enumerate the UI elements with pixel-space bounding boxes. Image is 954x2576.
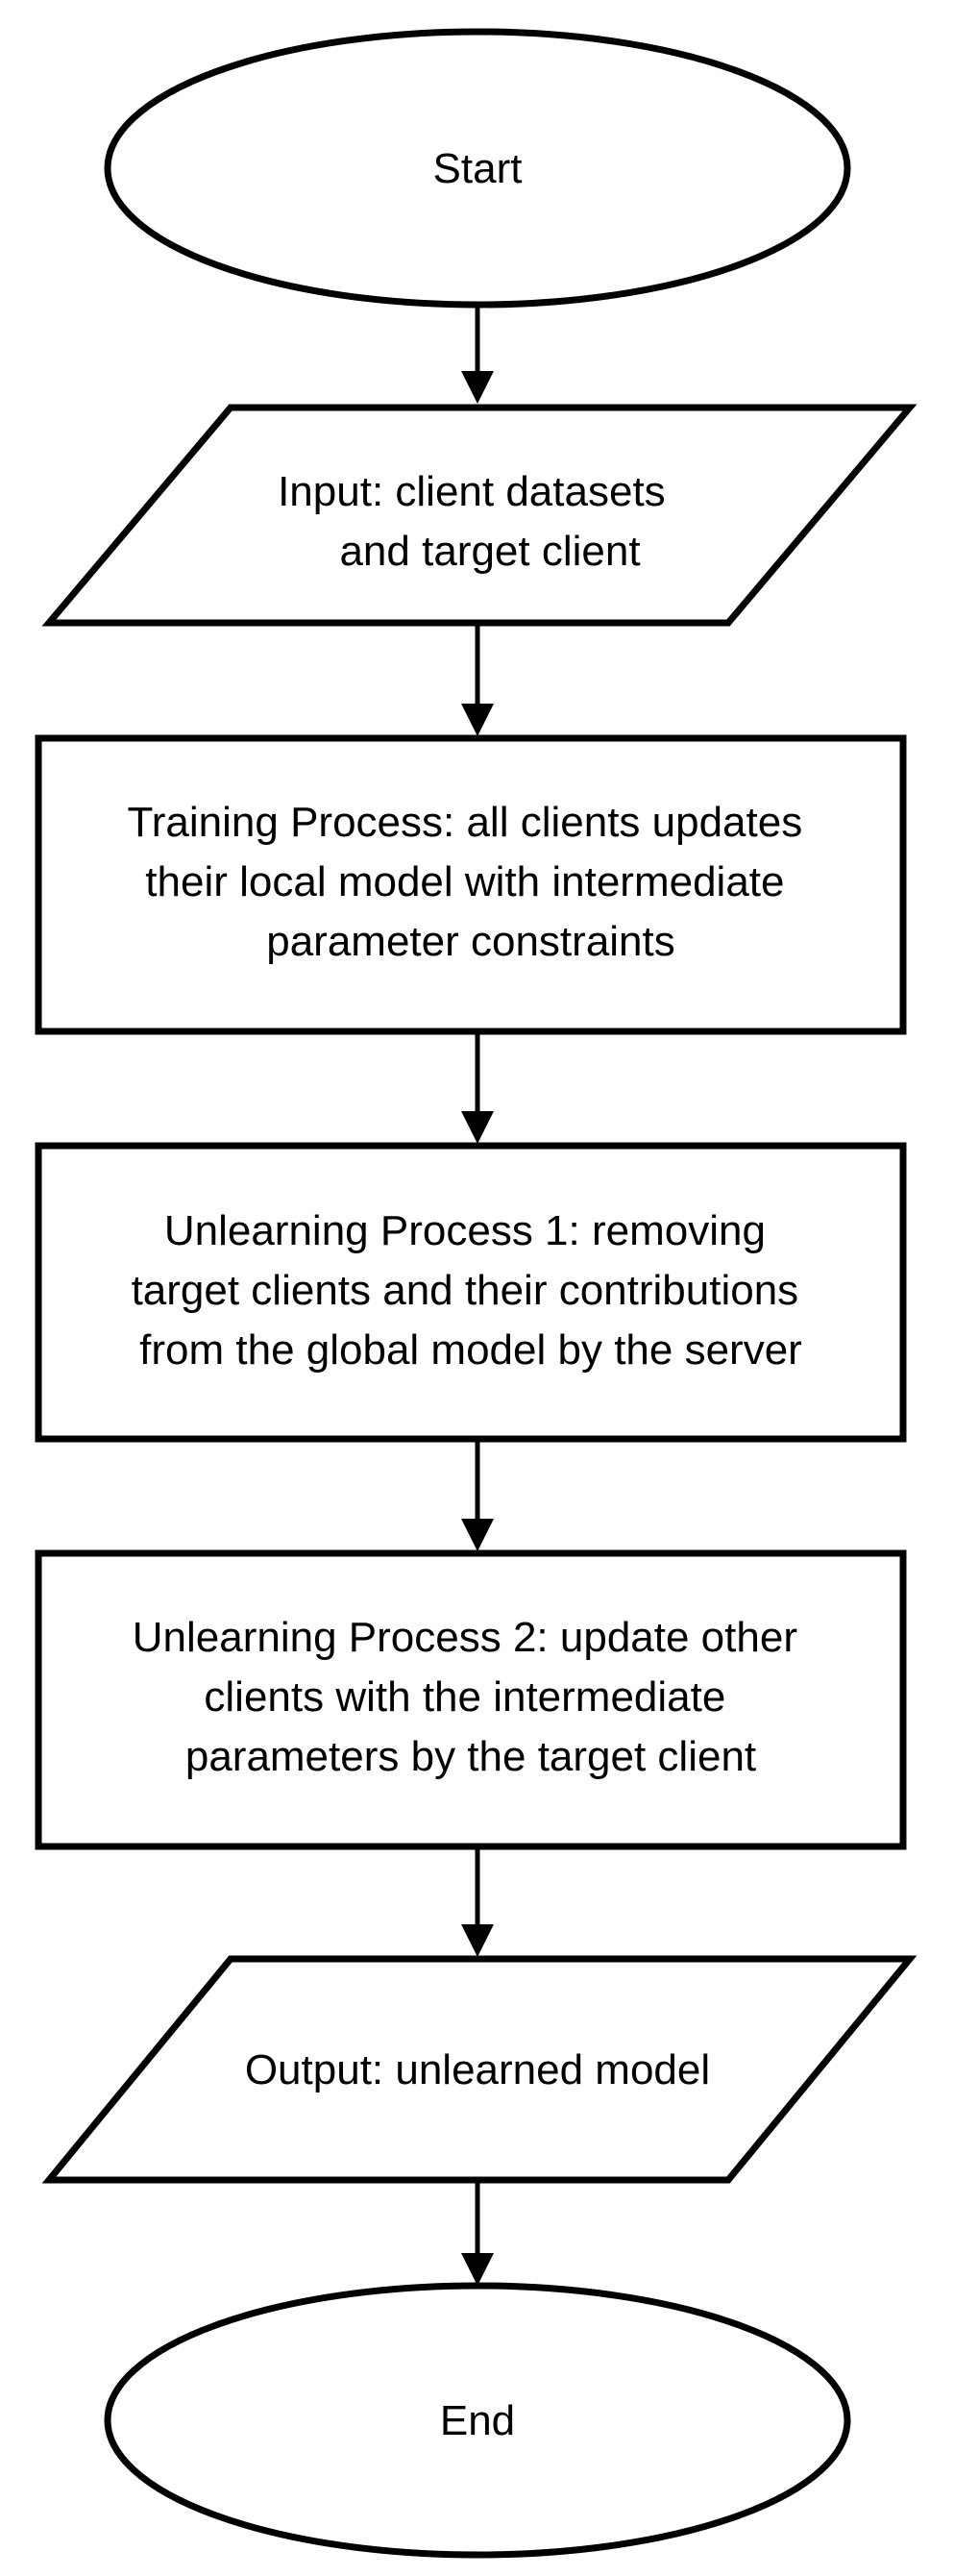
input-node: Input: client datasets and target client bbox=[41, 404, 917, 627]
connector-unlearning1-to-unlearning2 bbox=[461, 1439, 494, 1551]
unlearning-process-1-label-line: Unlearning Process 1: removing bbox=[164, 1207, 766, 1254]
training-process-node: Training Process: all clients updates th… bbox=[35, 734, 907, 1035]
unlearning-process-2-node: Unlearning Process 2: update other clien… bbox=[35, 1549, 907, 1850]
start-node: Start bbox=[104, 28, 851, 309]
output-label-line: Output: unlearned model bbox=[245, 2046, 710, 2093]
training-process-label-line: their local model with intermediate bbox=[145, 858, 784, 905]
arrowhead-icon bbox=[461, 1111, 494, 1144]
output-label: Output: unlearned model bbox=[245, 2046, 710, 2093]
connector-input-to-training bbox=[461, 623, 494, 736]
training-process-label-line: parameter constraints bbox=[266, 918, 675, 965]
output-parallelogram-shape bbox=[41, 1955, 917, 2184]
training-process-label-line: Training Process: all clients updates bbox=[128, 799, 803, 846]
arrowhead-icon bbox=[461, 2253, 494, 2286]
unlearning-process-1-node: Unlearning Process 1: removing target cl… bbox=[35, 1142, 907, 1443]
start-label: Start bbox=[433, 145, 523, 192]
unlearning-process-2-label: Unlearning Process 2: update other clien… bbox=[133, 1614, 809, 1780]
input-label-line: and target client bbox=[339, 528, 640, 575]
arrowhead-icon bbox=[461, 371, 494, 404]
connector-start-to-input bbox=[461, 305, 494, 404]
end-node: End bbox=[104, 2282, 851, 2559]
unlearning-process-1-label-line: target clients and their contributions bbox=[132, 1267, 799, 1314]
unlearning-process-2-box bbox=[35, 1549, 907, 1850]
unlearning-process-1-label: Unlearning Process 1: removing target cl… bbox=[132, 1207, 811, 1374]
training-process-label: Training Process: all clients updates th… bbox=[128, 799, 815, 965]
training-process-box bbox=[35, 734, 907, 1035]
arrowhead-icon bbox=[461, 704, 494, 736]
unlearning-process-2-label-line: parameters by the target client bbox=[185, 1733, 756, 1780]
end-terminator-shape bbox=[104, 2282, 851, 2559]
output-node: Output: unlearned model bbox=[41, 1955, 917, 2184]
unlearning-process-2-label-line: clients with the intermediate bbox=[204, 1673, 725, 1721]
input-parallelogram-shape bbox=[41, 404, 917, 627]
end-label-line: End bbox=[440, 2397, 515, 2444]
input-label-line: Input: client datasets bbox=[278, 468, 666, 515]
arrowhead-icon bbox=[461, 1924, 494, 1957]
unlearning-process-2-label-line: Unlearning Process 2: update other bbox=[133, 1614, 797, 1661]
connector-unlearning2-to-output bbox=[461, 1846, 494, 1957]
input-label: Input: client datasets and target client bbox=[278, 468, 677, 575]
connector-training-to-unlearning1 bbox=[461, 1031, 494, 1144]
start-label-line: Start bbox=[433, 145, 523, 192]
arrowhead-icon bbox=[461, 1519, 494, 1551]
unlearning-process-1-box bbox=[35, 1142, 907, 1443]
unlearning-process-1-label-line: from the global model by the server bbox=[139, 1326, 802, 1374]
end-label: End bbox=[440, 2397, 515, 2444]
connector-output-to-end bbox=[461, 2180, 494, 2286]
